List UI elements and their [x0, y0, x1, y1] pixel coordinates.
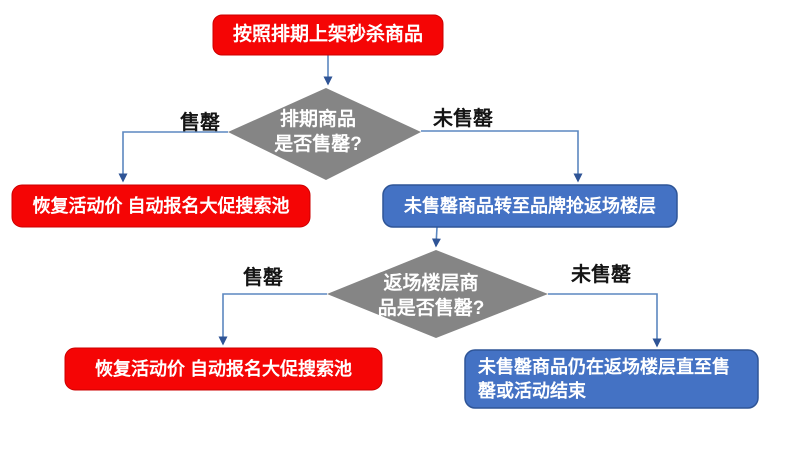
decision2-label: 返场楼层商 品是否售罄? [327, 271, 535, 321]
decision1-label: 排期商品 是否售罄? [228, 106, 408, 158]
connector-decision1-sold [118, 131, 228, 183]
unsold1-action-label: 未售罄商品转至品牌抢返场楼层 [404, 195, 656, 216]
connector-unsold1-to-decision2 [431, 226, 441, 248]
sold1-action-label: 恢复活动价 自动报名大促搜索池 [32, 195, 290, 216]
unsold2-action-shape [464, 349, 759, 409]
decision2-diamond-shape [327, 250, 548, 338]
decision1-label-line2: 是否售罄? [274, 134, 362, 155]
sold2-action-shape [64, 347, 383, 391]
edge-label-decision1-unsold: 未售罄 [433, 108, 493, 130]
decision1-diamond-shape [228, 88, 421, 180]
decision1-label-line1: 排期商品 [279, 109, 356, 130]
connector-decision1-unsold [421, 130, 583, 183]
edge-label-decision1-sold: 售罄 [180, 112, 220, 134]
sold1-action-shape [11, 184, 311, 228]
unsold2-action-label: 未售罄商品仍在返场楼层直至售罄或活动结束 [478, 356, 730, 401]
start-node-label: 按照排期上架秒杀商品 [232, 24, 423, 46]
decision2-label-line1: 返场楼层商 [383, 273, 479, 294]
connector-decision2-unsold [548, 293, 662, 348]
edge-label-decision2-sold: 售罄 [243, 267, 283, 289]
sold2-action-label: 恢复活动价 自动报名大促搜索池 [95, 358, 352, 379]
edge-label-decision2-unsold: 未售罄 [571, 264, 631, 286]
connector-decision2-sold [218, 293, 327, 346]
decision2-label-line2: 品是否售罄? [377, 298, 485, 319]
start-node-shape [212, 14, 444, 56]
unsold1-action-shape [382, 184, 678, 228]
